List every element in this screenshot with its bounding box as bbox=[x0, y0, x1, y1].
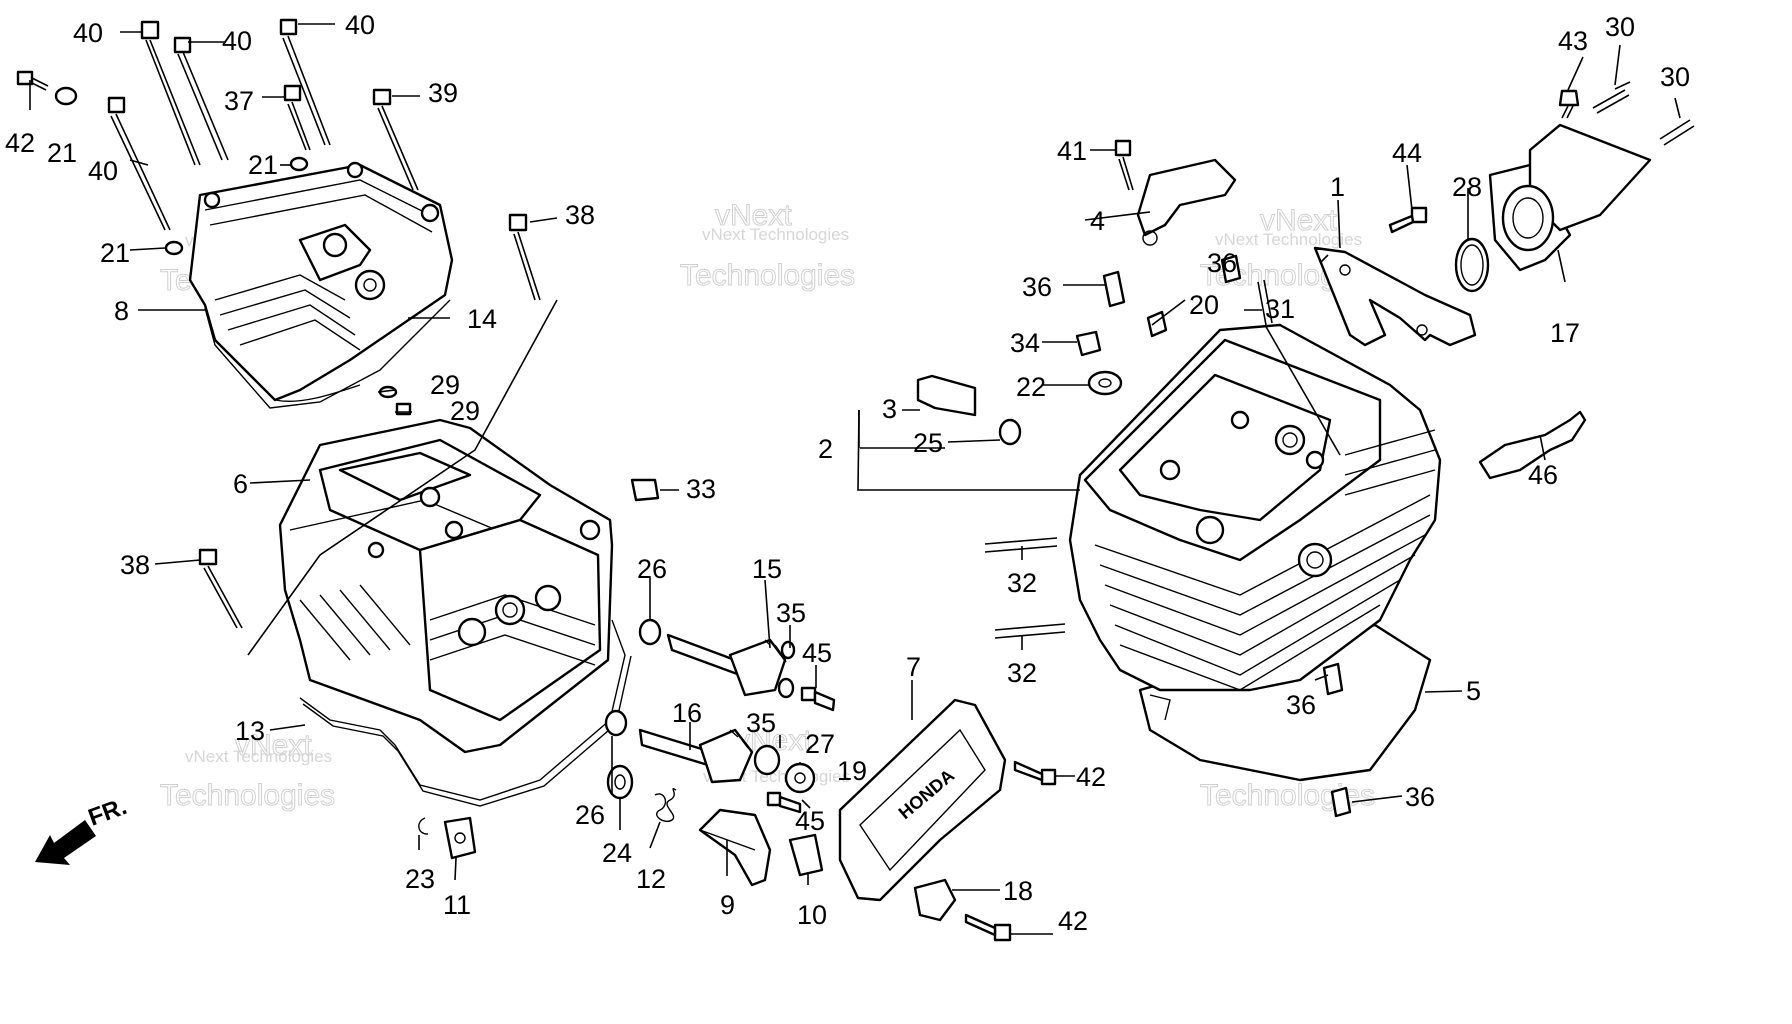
part-label-11: 11 bbox=[443, 890, 471, 920]
part-label-27: 27 bbox=[805, 729, 835, 759]
part-label-36: 36 bbox=[1207, 248, 1237, 278]
cylinder-head-cover bbox=[188, 161, 454, 403]
part-label-21: 21 bbox=[248, 150, 278, 180]
part-label-36: 36 bbox=[1405, 782, 1435, 812]
rear-cylinder-head bbox=[1068, 323, 1442, 782]
part-label-43: 43 bbox=[1558, 26, 1588, 56]
cover-gasket bbox=[204, 299, 451, 409]
part-label-45: 45 bbox=[802, 638, 832, 668]
part-label-41: 41 bbox=[1057, 136, 1087, 166]
part-label-18: 18 bbox=[1003, 876, 1033, 906]
part-label-39: 39 bbox=[428, 78, 458, 108]
part-label-1: 1 bbox=[1330, 172, 1345, 202]
part-label-31: 31 bbox=[1265, 294, 1295, 324]
watermark-line1: vNext bbox=[235, 729, 312, 762]
part-label-45: 45 bbox=[795, 806, 825, 836]
part-label-29: 29 bbox=[450, 396, 480, 426]
front-head-gasket-edge bbox=[302, 655, 632, 807]
part-label-21: 21 bbox=[100, 238, 130, 268]
watermark-line1: vNext bbox=[715, 199, 792, 232]
part-label-40: 40 bbox=[73, 18, 103, 48]
front-direction-label: FR. bbox=[85, 793, 131, 832]
part-label-6: 6 bbox=[233, 469, 248, 499]
part-label-36: 36 bbox=[1286, 690, 1316, 720]
leader-line bbox=[247, 299, 558, 656]
part-label-40: 40 bbox=[222, 26, 252, 56]
part-label-20: 20 bbox=[1189, 290, 1219, 320]
part-label-19: 19 bbox=[837, 756, 867, 786]
part-label-36: 36 bbox=[1022, 272, 1052, 302]
watermark-text: vNext Technologies bbox=[702, 225, 849, 244]
part-label-33: 33 bbox=[686, 474, 716, 504]
part-label-9: 9 bbox=[720, 890, 735, 920]
part-label-26: 26 bbox=[575, 800, 605, 830]
leader-lines bbox=[29, 23, 1681, 935]
front-cylinder-head bbox=[278, 418, 614, 754]
front-arrow-icon: FR. bbox=[35, 793, 130, 865]
part-label-22: 22 bbox=[1016, 372, 1046, 402]
part-label-30: 30 bbox=[1605, 12, 1635, 42]
part-label-32: 32 bbox=[1007, 658, 1037, 688]
part-label-34: 34 bbox=[1010, 328, 1040, 358]
part-label-38: 38 bbox=[565, 200, 595, 230]
watermark-line2: Technologies bbox=[160, 779, 335, 812]
part-number-labels: 40 40 40 40 37 39 42 21 21 21 8 14 38 29… bbox=[5, 10, 1690, 936]
part-label-26: 26 bbox=[637, 554, 667, 584]
part-label-30: 30 bbox=[1660, 62, 1690, 92]
front-head-gasket bbox=[299, 619, 626, 801]
part-label-42: 42 bbox=[1058, 906, 1088, 936]
part-label-37: 37 bbox=[224, 86, 254, 116]
watermark-line2: Technologies bbox=[680, 259, 855, 292]
part-label-15: 15 bbox=[752, 554, 782, 584]
part-label-29: 29 bbox=[430, 370, 460, 400]
part-label-42: 42 bbox=[1076, 762, 1106, 792]
part-label-24: 24 bbox=[602, 838, 632, 868]
part-label-5: 5 bbox=[1466, 676, 1481, 706]
part-label-4: 4 bbox=[1090, 206, 1105, 236]
part-label-17: 17 bbox=[1550, 318, 1580, 348]
part-label-3: 3 bbox=[882, 394, 897, 424]
part-label-40: 40 bbox=[88, 156, 118, 186]
camshaft-components: HONDA bbox=[418, 478, 1057, 942]
part-label-2: 2 bbox=[818, 434, 833, 464]
watermark-text: vNext Technologies bbox=[185, 747, 332, 766]
part-label-8: 8 bbox=[114, 296, 129, 326]
watermark-text: vNext Technologies bbox=[1215, 230, 1362, 249]
part-label-40: 40 bbox=[345, 10, 375, 40]
part-label-10: 10 bbox=[797, 900, 827, 930]
part-label-32: 32 bbox=[1007, 568, 1037, 598]
part-label-21: 21 bbox=[47, 138, 77, 168]
part-label-16: 16 bbox=[672, 698, 702, 728]
part-label-35: 35 bbox=[746, 708, 776, 738]
part-label-46: 46 bbox=[1528, 460, 1558, 490]
part-label-35: 35 bbox=[776, 598, 806, 628]
part-label-13: 13 bbox=[235, 716, 265, 746]
bolts-group-left bbox=[16, 18, 541, 629]
part-label-25: 25 bbox=[913, 428, 943, 458]
part-label-42: 42 bbox=[5, 128, 35, 158]
part-label-7: 7 bbox=[906, 652, 921, 682]
rear-head-components bbox=[916, 81, 1695, 818]
part-label-23: 23 bbox=[405, 864, 435, 894]
part-label-14: 14 bbox=[467, 304, 497, 334]
watermark-line1: vNext bbox=[1260, 204, 1337, 237]
part-label-38: 38 bbox=[120, 550, 150, 580]
part-label-12: 12 bbox=[636, 864, 666, 894]
part-label-28: 28 bbox=[1452, 172, 1482, 202]
part-label-44: 44 bbox=[1392, 138, 1422, 168]
